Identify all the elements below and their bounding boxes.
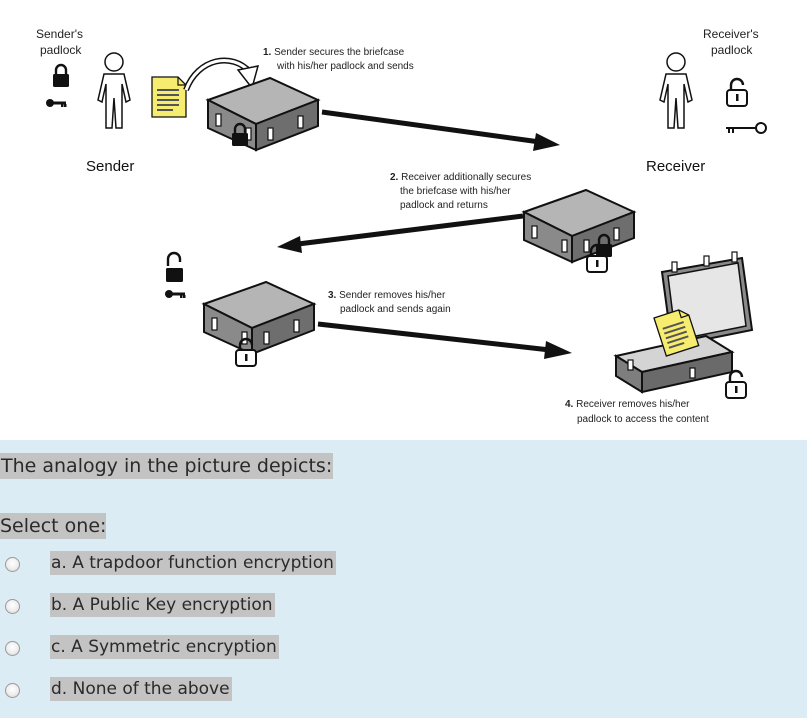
sender-key-2-icon — [165, 290, 186, 298]
option-b[interactable]: b. A Public Key encryption — [0, 592, 400, 620]
sender-key-icon — [46, 99, 67, 107]
step-2-line-1: 2. Receiver additionally secures — [390, 172, 531, 183]
sender-padlock-open-icon — [166, 251, 183, 282]
sender-padlock-icon — [51, 63, 71, 89]
briefcase-padlock-diagram: Sender's padlock Sender 1. Sender secure… — [0, 0, 807, 440]
radio-a[interactable] — [5, 557, 20, 572]
step-4-line-2: padlock to access the content — [577, 414, 709, 425]
briefcase-step-3-icon — [203, 281, 315, 355]
radio-b[interactable] — [5, 599, 20, 614]
step-2-line-3: padlock and returns — [400, 200, 488, 211]
arrow-to-sender-icon — [277, 236, 302, 253]
receiver-key-icon — [726, 122, 767, 134]
receiver-padlock-label-line-2: padlock — [711, 43, 753, 57]
option-d-label[interactable]: d. None of the above — [50, 677, 232, 701]
radio-c[interactable] — [5, 641, 20, 656]
step-4-line-1: 4. Receiver removes his/her — [565, 399, 690, 410]
arrow-to-receiver-2-icon — [544, 341, 572, 359]
sender-padlock-label-line-2: padlock — [40, 43, 82, 57]
sender-label: Sender — [86, 158, 134, 175]
curved-arrow-icon — [236, 65, 260, 90]
briefcase-step-2-icon — [523, 189, 635, 263]
receiver-padlock-label-line-1: Receiver's — [703, 27, 759, 41]
receiver-label: Receiver — [646, 158, 705, 175]
step-1-line-1: 1. Sender secures the briefcase — [263, 47, 405, 58]
option-b-label[interactable]: b. A Public Key encryption — [50, 593, 275, 617]
briefcase-step-1-icon — [207, 77, 319, 151]
document-icon — [151, 76, 187, 118]
option-a-label[interactable]: a. A trapdoor function encryption — [50, 551, 336, 575]
step-4-number: 4. — [565, 399, 576, 410]
step-3-number: 3. — [328, 290, 339, 301]
option-d[interactable]: d. None of the above — [0, 676, 400, 704]
sender-padlock-label-line-1: Sender's — [36, 27, 83, 41]
option-a[interactable]: a. A trapdoor function encryption — [0, 550, 400, 578]
receiver-padlock-icon — [725, 77, 749, 108]
step-1-text: Sender secures the briefcase — [274, 47, 405, 58]
arrow-to-receiver-1-icon — [533, 133, 560, 151]
step-3-line-2: padlock and sends again — [340, 304, 451, 315]
sender-figure-icon — [97, 52, 131, 129]
option-c-label[interactable]: c. A Symmetric encryption — [50, 635, 279, 659]
step-4-text: Receiver removes his/her — [576, 399, 690, 410]
step-2-line-2: the briefcase with his/her — [400, 186, 511, 197]
step-1-line-2: with his/her padlock and sends — [276, 61, 414, 72]
receiver-figure-icon — [659, 52, 693, 129]
select-one-label: Select one: — [0, 513, 107, 539]
question-text: The analogy in the picture depicts: — [0, 453, 334, 479]
step-3-line-1: 3. Sender removes his/her — [328, 290, 446, 301]
step-2-text: Receiver additionally secures — [401, 172, 531, 183]
radio-d[interactable] — [5, 683, 20, 698]
option-c[interactable]: c. A Symmetric encryption — [0, 634, 400, 662]
receiver-padlock-removed-icon — [724, 369, 748, 400]
step-2-number: 2. — [390, 172, 401, 183]
step-1-number: 1. — [263, 47, 274, 58]
step-3-text: Sender removes his/her — [339, 290, 446, 301]
quiz-panel: The analogy in the picture depicts: Sele… — [0, 440, 807, 718]
